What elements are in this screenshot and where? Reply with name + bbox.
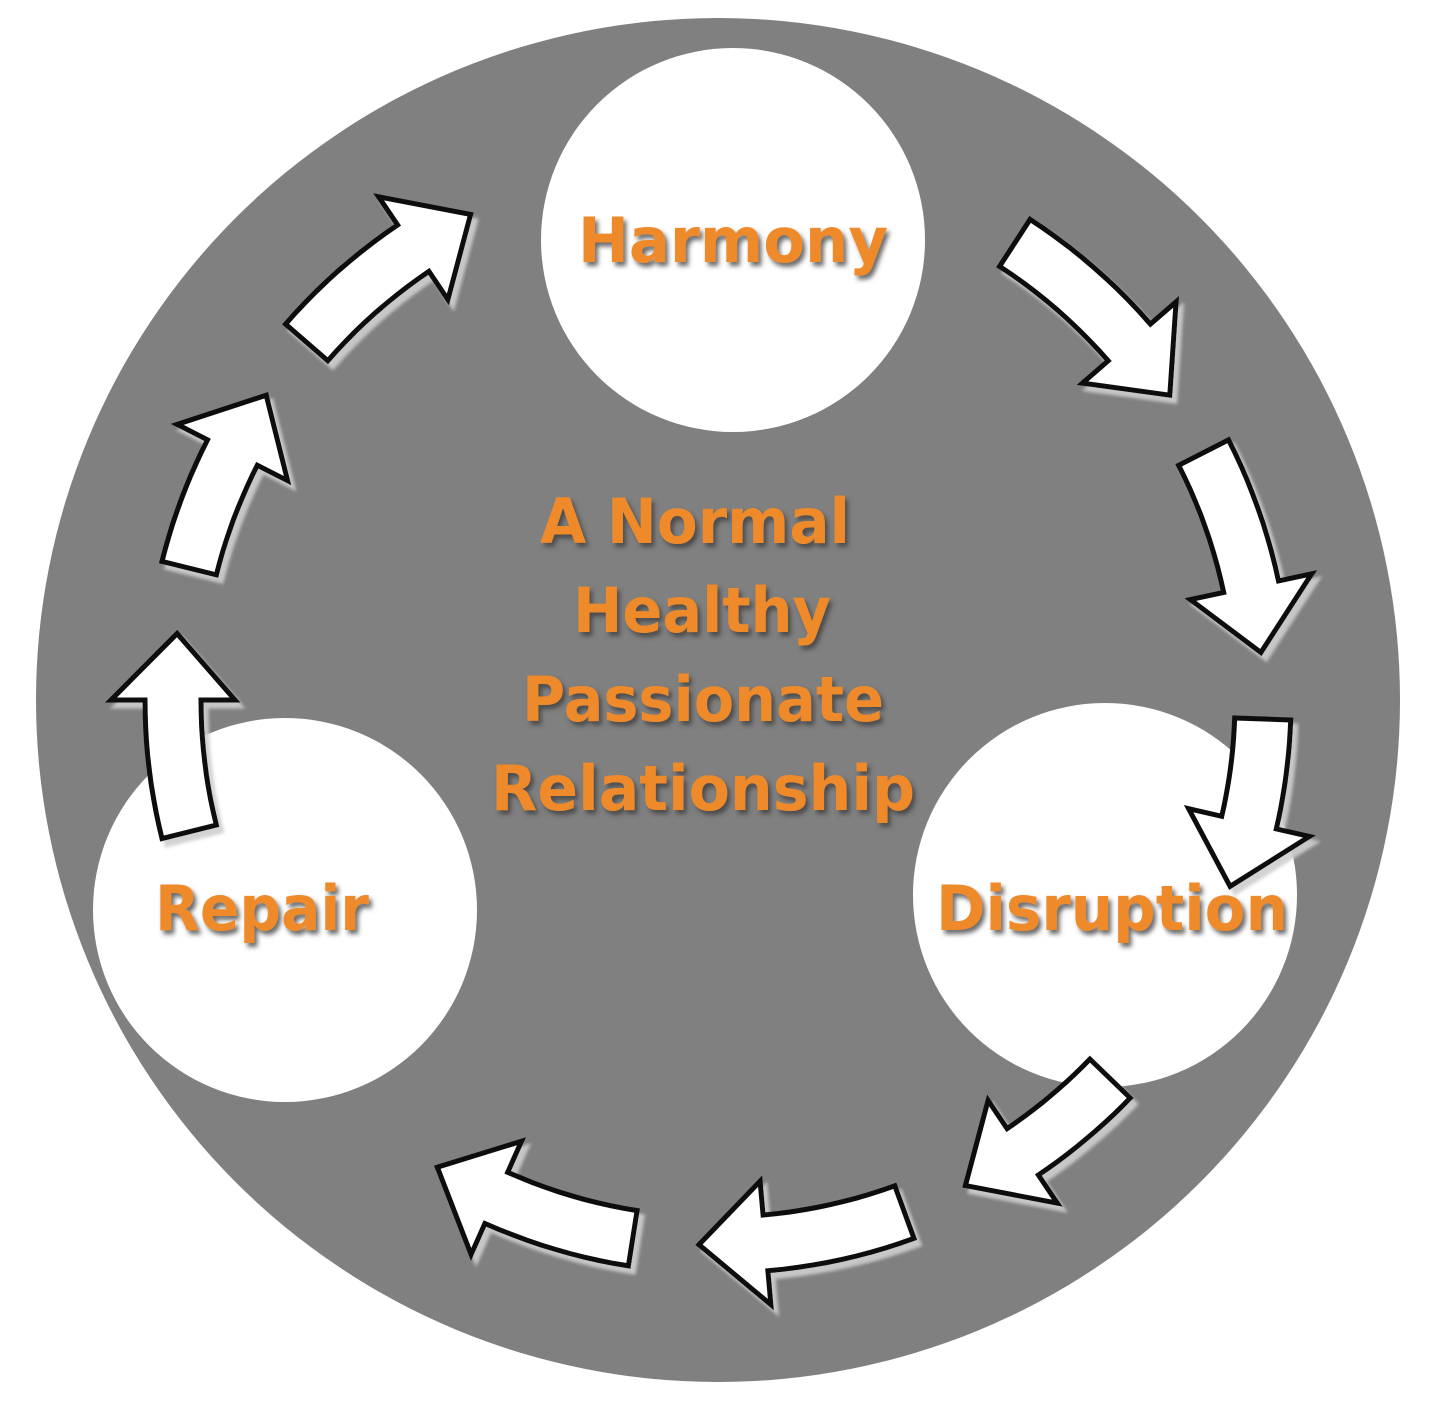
center-title-line-2: Healthy xyxy=(573,574,831,647)
cycle-arrows xyxy=(104,193,1318,1311)
disruption-node xyxy=(913,703,1297,1087)
harmony-label: Harmony xyxy=(578,204,888,277)
repair-label: Repair xyxy=(155,872,369,945)
center-title-line-4: Relationship xyxy=(491,752,915,825)
center-title-line-3: Passionate xyxy=(522,663,884,736)
arrow-disruption-to-repair-1 xyxy=(962,1055,1134,1207)
arrow-harmony-to-disruption-3 xyxy=(1183,715,1316,890)
arrow-disruption-to-repair-3 xyxy=(434,1137,640,1269)
disruption-label: Disruption xyxy=(936,872,1288,945)
arrow-harmony-to-disruption-1 xyxy=(996,215,1179,399)
arrow-repair-to-harmony-1 xyxy=(104,629,241,842)
arrow-disruption-to-repair-2 xyxy=(695,1175,918,1311)
arrow-repair-to-harmony-2 xyxy=(158,391,292,578)
center-title-line-1: A Normal xyxy=(540,485,850,558)
arrow-harmony-to-disruption-2 xyxy=(1175,436,1318,657)
arrow-repair-to-harmony-3 xyxy=(282,193,474,365)
harmony-node xyxy=(541,48,925,432)
